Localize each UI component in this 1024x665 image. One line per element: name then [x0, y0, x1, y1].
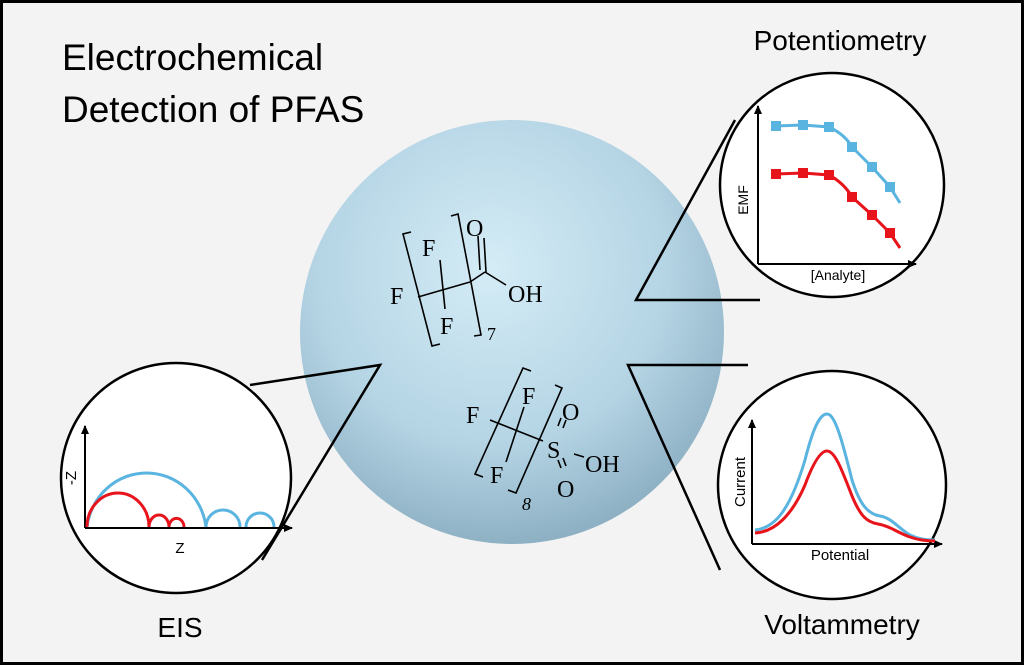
- eis-title: EIS: [157, 612, 202, 643]
- voltammetry-ylabel: Current: [732, 456, 749, 507]
- pfos-s: S: [547, 438, 560, 464]
- pfos-f-bottom: F: [490, 463, 503, 489]
- potentiometry-xlabel: [Analyte]: [811, 267, 865, 283]
- voltammetry-panel: Current Potential Voltammetry: [716, 369, 948, 640]
- pfoa-f-top: F: [422, 236, 435, 262]
- callout-lines: [249, 119, 760, 571]
- potentiometry-ylabel: EMF: [735, 185, 751, 215]
- pfoa-oh: OH: [508, 282, 543, 308]
- eis-ylabel: -Z: [63, 471, 80, 485]
- voltammetry-red-curve: [754, 449, 936, 543]
- potentiometry-panel: Potentiometry EMF [Analyte]: [718, 25, 946, 299]
- pfos-molecule: F F F S O O OH 8: [466, 366, 620, 514]
- voltammetry-blue-curve: [754, 412, 936, 542]
- pfos-f-top: F: [522, 384, 535, 410]
- potentiometry-title: Potentiometry: [754, 25, 927, 56]
- title-line1: Electrochemical: [62, 37, 323, 78]
- eis-panel: -Z Z EIS: [59, 361, 293, 643]
- voltammetry-xlabel: Potential: [811, 547, 869, 564]
- blue-series-markers: [771, 120, 895, 192]
- sphere: [300, 120, 724, 544]
- red-series-markers: [771, 168, 895, 238]
- pfoa-f-left: F: [390, 284, 403, 310]
- pfoa-o: O: [466, 216, 483, 242]
- pfos-f-left: F: [466, 403, 479, 429]
- title-line2: Detection of PFAS: [62, 89, 364, 130]
- eis-red-curve: [85, 491, 186, 528]
- pfoa-f-bottom: F: [440, 314, 453, 340]
- eis-xlabel: Z: [175, 540, 184, 557]
- pfos-oh: OH: [585, 452, 620, 478]
- voltammetry-title: Voltammetry: [764, 609, 920, 640]
- eis-blue-curve: [85, 471, 276, 528]
- pfos-o-bottom: O: [557, 477, 574, 503]
- pfos-o-top: O: [562, 400, 579, 426]
- pfoa-repeat: 7: [487, 324, 496, 344]
- pfoa-molecule: F F F O OH 7: [390, 212, 543, 347]
- pfos-repeat: 8: [522, 494, 531, 514]
